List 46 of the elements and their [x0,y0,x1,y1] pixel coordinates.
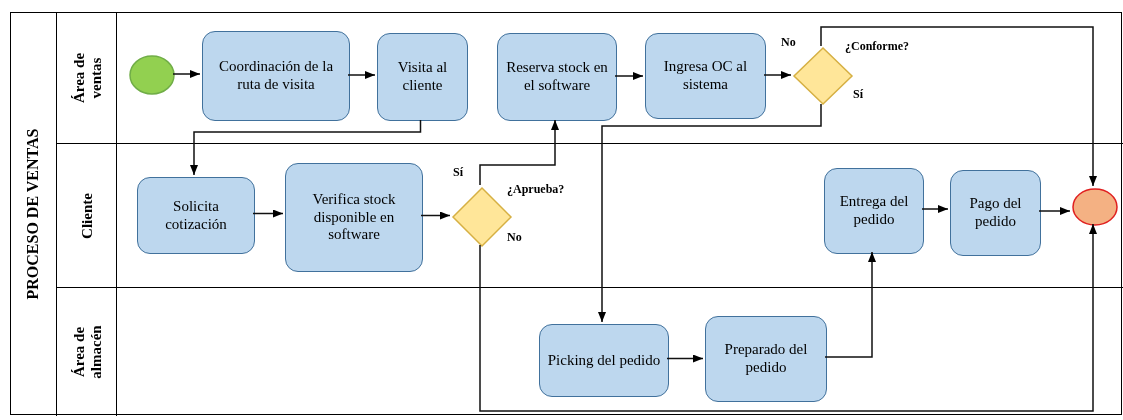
task-label: Verifica stock disponible en software [311,190,397,245]
task-label: Ingresa OC al sistema [662,58,749,94]
process-box [539,324,669,397]
lane-title: Área de almacén [70,324,103,381]
connector-arrow [347,71,376,79]
connector-arrow [479,119,559,186]
process-box [645,33,766,119]
connector-arrow [614,72,644,80]
task-label: Solicita cotización [164,197,228,234]
process-box [950,170,1041,256]
swimlane [56,143,1123,287]
task-label: Picking del pedido [547,351,661,370]
lane-title: Cliente [78,191,95,241]
end-event-circle [1072,188,1118,226]
pool-title: PROCESO DE VENTAS [24,128,42,299]
process-box [377,33,468,121]
lane-title: Área de ventas [70,51,103,106]
task-label: Pago del pedido [968,195,1023,231]
pool [10,12,1122,415]
task-label: Visita al cliente [396,59,449,95]
decision-question: ¿Conforme? [845,39,909,54]
connector-arrow [820,26,1097,187]
decision-question: ¿Aprueba? [507,182,565,197]
connector-arrow [666,354,704,363]
connector-arrow [1038,207,1071,215]
connector-arrow [763,71,792,79]
connector-arrow [479,223,1097,412]
process-box [497,33,617,121]
connector-arrow [172,70,201,78]
connector-arrow [190,119,422,176]
connector-arrow [420,211,451,220]
connector-arrow [921,205,949,213]
task-label: Coordinación de la ruta de visita [217,58,335,94]
process-box [705,316,827,402]
swimlane [56,287,1123,416]
process-box [824,168,924,254]
process-box [137,177,255,254]
start-event-circle [129,55,175,95]
connector-arrow [824,251,876,358]
process-box [285,163,423,272]
task-label: Reserva stock en el software [505,59,609,95]
connector-arrow [598,103,822,323]
task-label: Preparado del pedido [723,341,809,377]
process-box [202,31,350,121]
task-label: Entrega del pedido [838,193,910,229]
connector-arrow [252,209,284,218]
